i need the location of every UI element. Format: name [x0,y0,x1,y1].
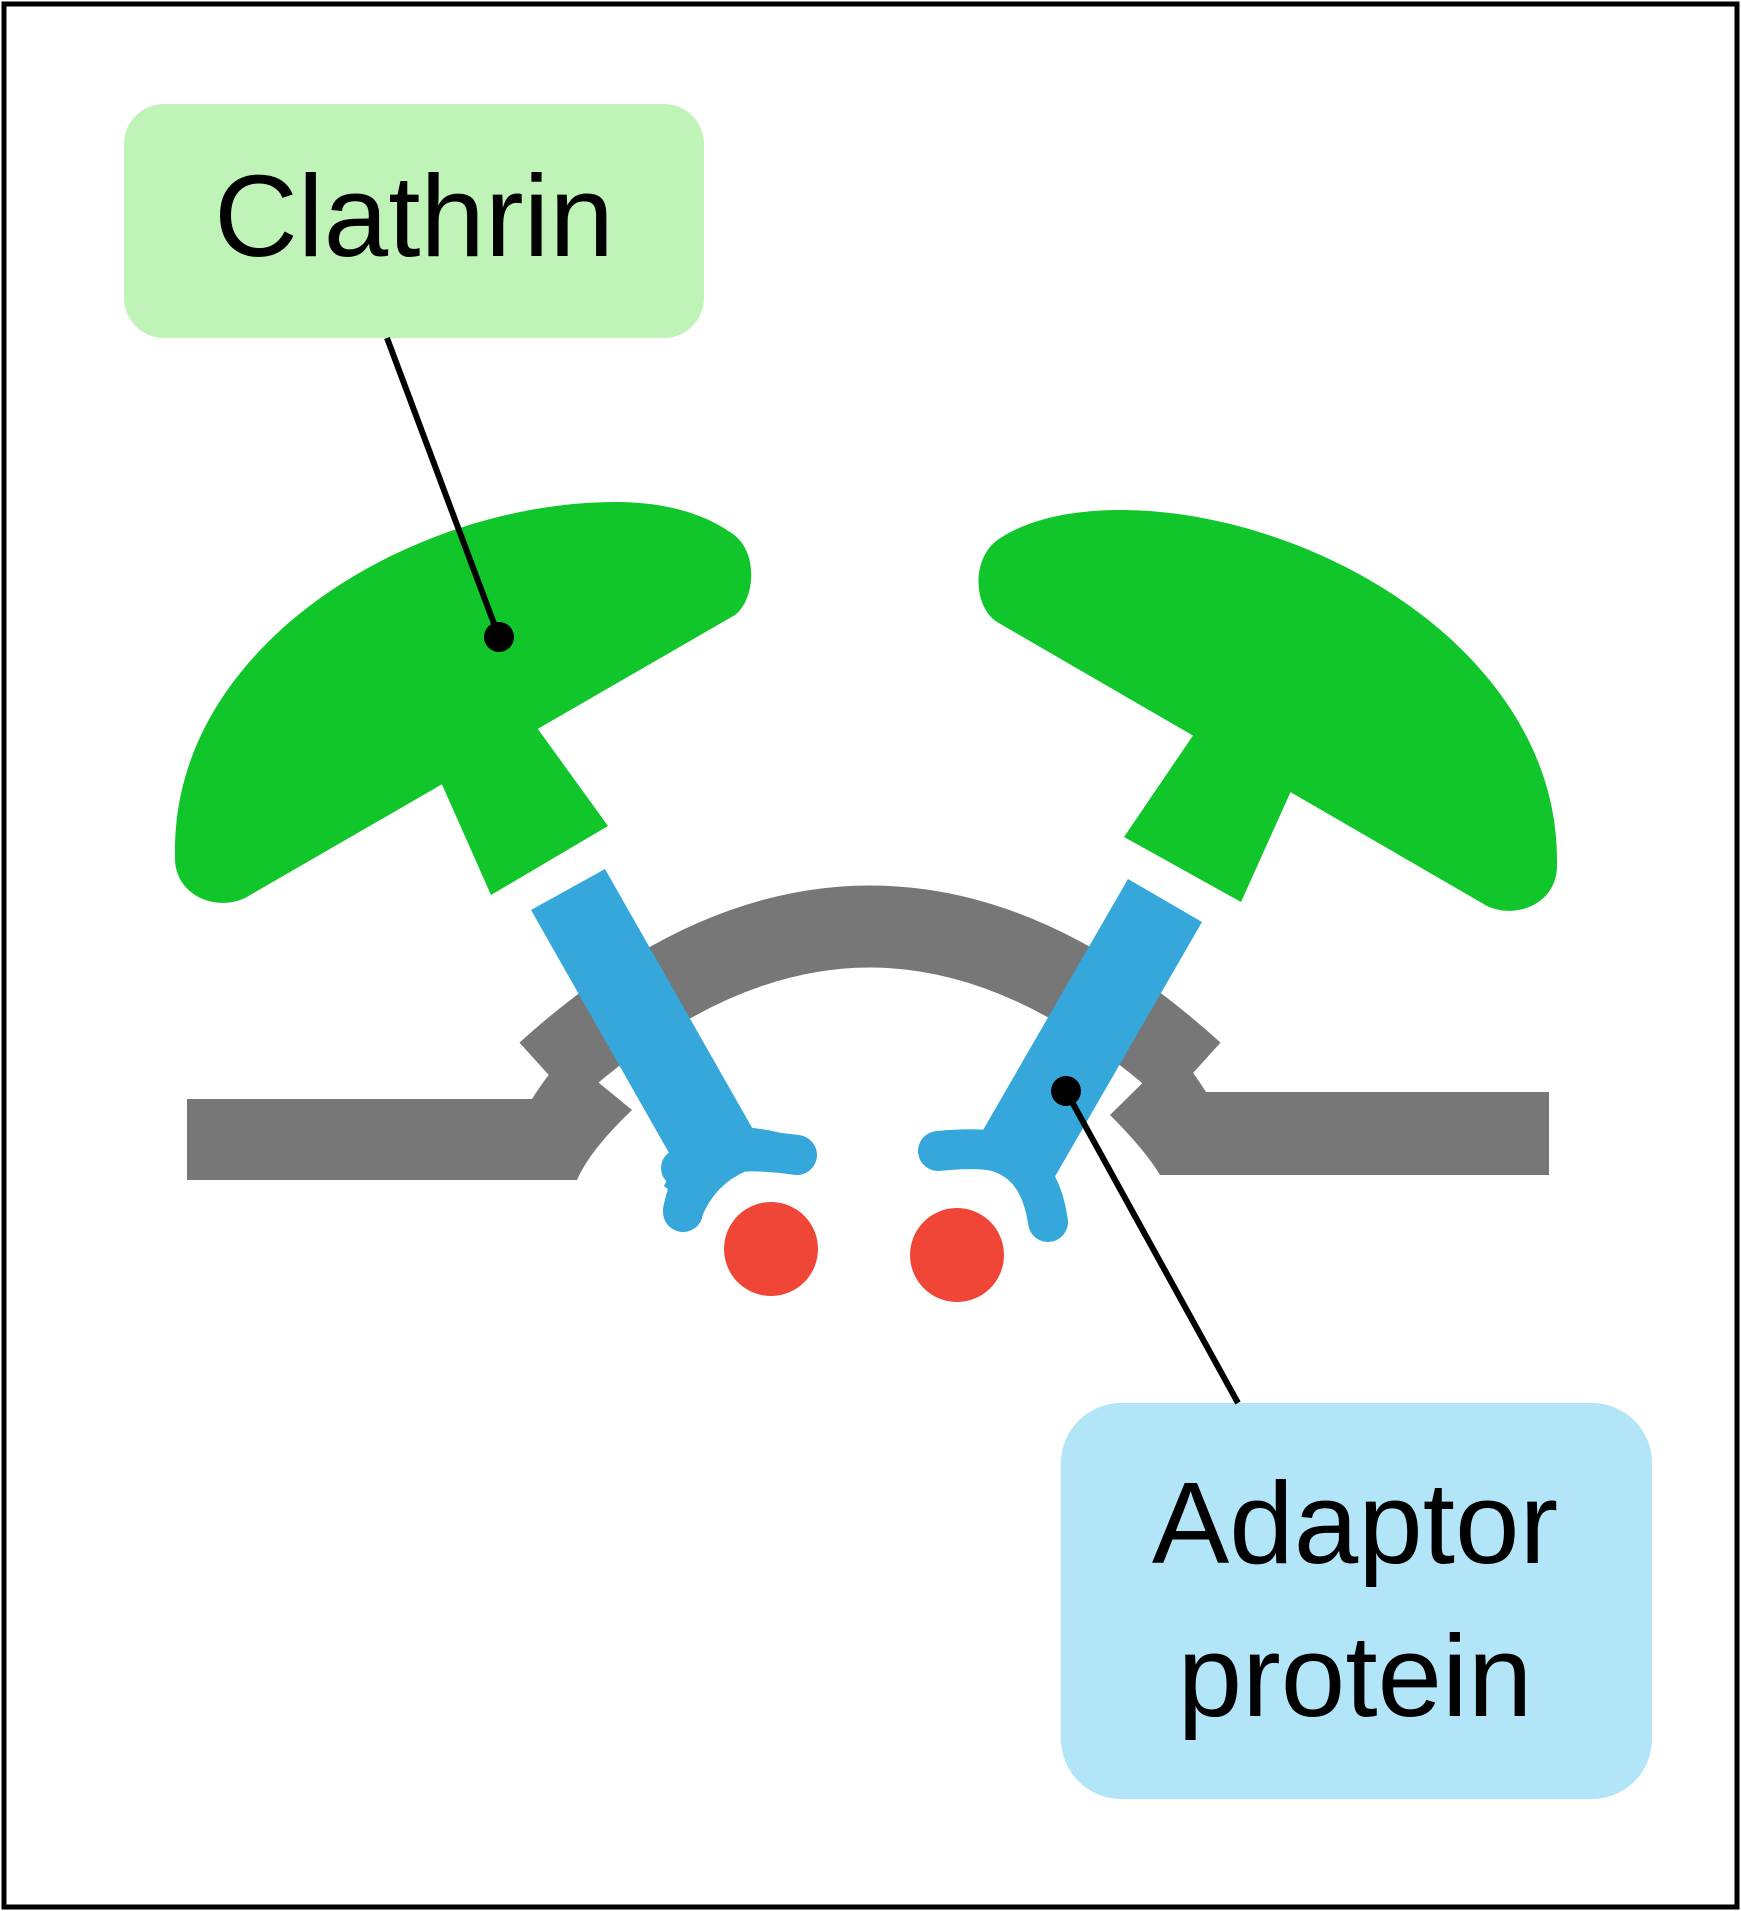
clathrin-right-head [978,509,1557,911]
clathrin-left-head [175,501,752,903]
adaptor-right-rod [979,879,1202,1180]
clathrin-leader-dot [484,622,514,652]
adaptor-left-rod [531,869,755,1174]
cargo-molecule-right [910,1208,1004,1302]
adaptor-label-line2: protein [1178,1611,1533,1741]
clathrin-right-stem [1124,734,1291,902]
membrane-left-segment [187,1055,632,1180]
adaptor-leader-dot [1051,1076,1081,1106]
adaptor-protein-right [918,879,1202,1242]
adaptor-label-box [1061,1403,1652,1799]
adaptor-leader-line [1063,1089,1241,1405]
clathrin-left-stem [440,725,608,895]
clathrin-right [978,509,1557,911]
adaptor-protein-left [531,869,817,1232]
adaptor-left-claw-tail [663,1150,720,1232]
clathrin-label-text: Clathrin [214,151,614,281]
clathrin-label: Clathrin [124,104,704,338]
clathrin-left [175,501,752,903]
membrane-right-segment [1110,1050,1549,1175]
cargo-molecule-left [724,1202,818,1296]
clathrin-label-box [124,104,704,338]
adaptor-right-claw [918,1129,1068,1242]
adaptor-label-line1: Adaptor [1152,1458,1558,1588]
clathrin-leader-line [384,336,502,639]
adaptor-protein-label: Adaptor protein [1061,1403,1652,1799]
